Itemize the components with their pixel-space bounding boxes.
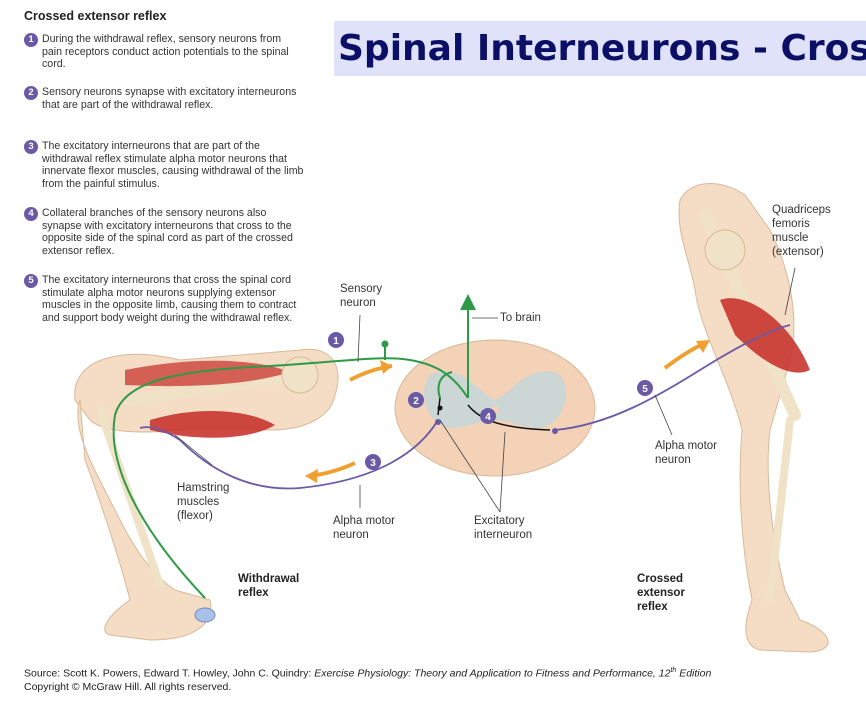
- withdrawal-limb: [74, 348, 339, 641]
- right-motor-neuron: [554, 324, 791, 431]
- svg-text:3: 3: [370, 458, 376, 469]
- marker-2: 2: [408, 392, 424, 408]
- step-5-number: 5: [24, 274, 38, 288]
- step-4-number: 4: [24, 207, 38, 221]
- step-3-text: The excitatory interneurons that are par…: [42, 140, 304, 190]
- step-5-text: The excitatory interneurons that cross t…: [42, 274, 297, 324]
- label-hamstring: Hamstring muscles (flexor): [177, 482, 230, 522]
- step-4-text: Collateral branches of the sensory neuro…: [42, 207, 293, 257]
- label-sensory-neuron: Sensory neuron: [340, 283, 383, 309]
- sensory-ganglion: [381, 340, 389, 348]
- step-1-number: 1: [24, 33, 38, 47]
- svg-text:5: 5: [642, 384, 648, 395]
- banner-title: Spinal Interneurons - Cross: [334, 21, 866, 76]
- copyright-line: Copyright © McGraw Hill. All rights rese…: [24, 681, 232, 693]
- source-line: Source: Scott K. Powers, Edward T. Howle…: [24, 664, 711, 681]
- spinal-cord: [394, 339, 596, 477]
- svg-text:1: 1: [333, 336, 339, 347]
- step-3: 3 The excitatory interneurons that are p…: [24, 140, 309, 190]
- marker-4: 4: [480, 408, 496, 424]
- pain-stimulus: [194, 607, 216, 623]
- step-2-text: Sensory neurons synapse with excitatory …: [42, 86, 297, 111]
- step-4: 4 Collateral branches of the sensory neu…: [24, 207, 309, 257]
- marker-1: 1: [328, 332, 344, 348]
- diagram-title: Crossed extensor reflex: [24, 9, 167, 23]
- step-1: 1 During the withdrawal reflex, sensory …: [24, 33, 309, 71]
- hamstring-muscle: [150, 410, 275, 438]
- step-5: 5 The excitatory interneurons that cross…: [24, 274, 309, 324]
- label-crossed-extensor-reflex: Crossed extensor reflex: [637, 573, 685, 613]
- marker-3: 3: [365, 454, 381, 470]
- label-withdrawal-reflex: Withdrawal reflex: [238, 573, 300, 599]
- source-citation: Source: Scott K. Powers, Edward T. Howle…: [24, 664, 711, 695]
- extensor-limb: [678, 183, 829, 653]
- step-2-number: 2: [24, 86, 38, 100]
- source-book: Exercise Physiology: Theory and Applicat…: [314, 667, 671, 680]
- label-to-brain: To brain: [500, 312, 541, 324]
- crossing-interneuron: [467, 404, 551, 431]
- label-quadriceps: Quadriceps femoris muscle (extensor): [772, 204, 831, 258]
- marker-5: 5: [637, 380, 653, 396]
- sensory-neuron-path: [112, 357, 469, 599]
- quadriceps-muscle: [720, 298, 810, 373]
- svg-text:2: 2: [413, 396, 419, 407]
- label-excitatory-interneuron: Excitatory interneuron: [474, 515, 533, 541]
- source-edition: Edition: [676, 667, 712, 680]
- step-2: 2 Sensory neurons synapse with excitator…: [24, 86, 309, 111]
- label-alpha-motor-right: Alpha motor neuron: [655, 440, 718, 466]
- extensor-arrow: [663, 341, 706, 370]
- step-1-text: During the withdrawal reflex, sensory ne…: [42, 33, 289, 71]
- label-alpha-motor-left: Alpha motor neuron: [333, 515, 396, 541]
- source-prefix: Source: Scott K. Powers, Edward T. Howle…: [24, 667, 315, 680]
- source-edition-sup: th: [670, 667, 677, 674]
- svg-text:4: 4: [485, 412, 491, 423]
- left-motor-neuron: [139, 419, 439, 490]
- step-3-number: 3: [24, 140, 38, 154]
